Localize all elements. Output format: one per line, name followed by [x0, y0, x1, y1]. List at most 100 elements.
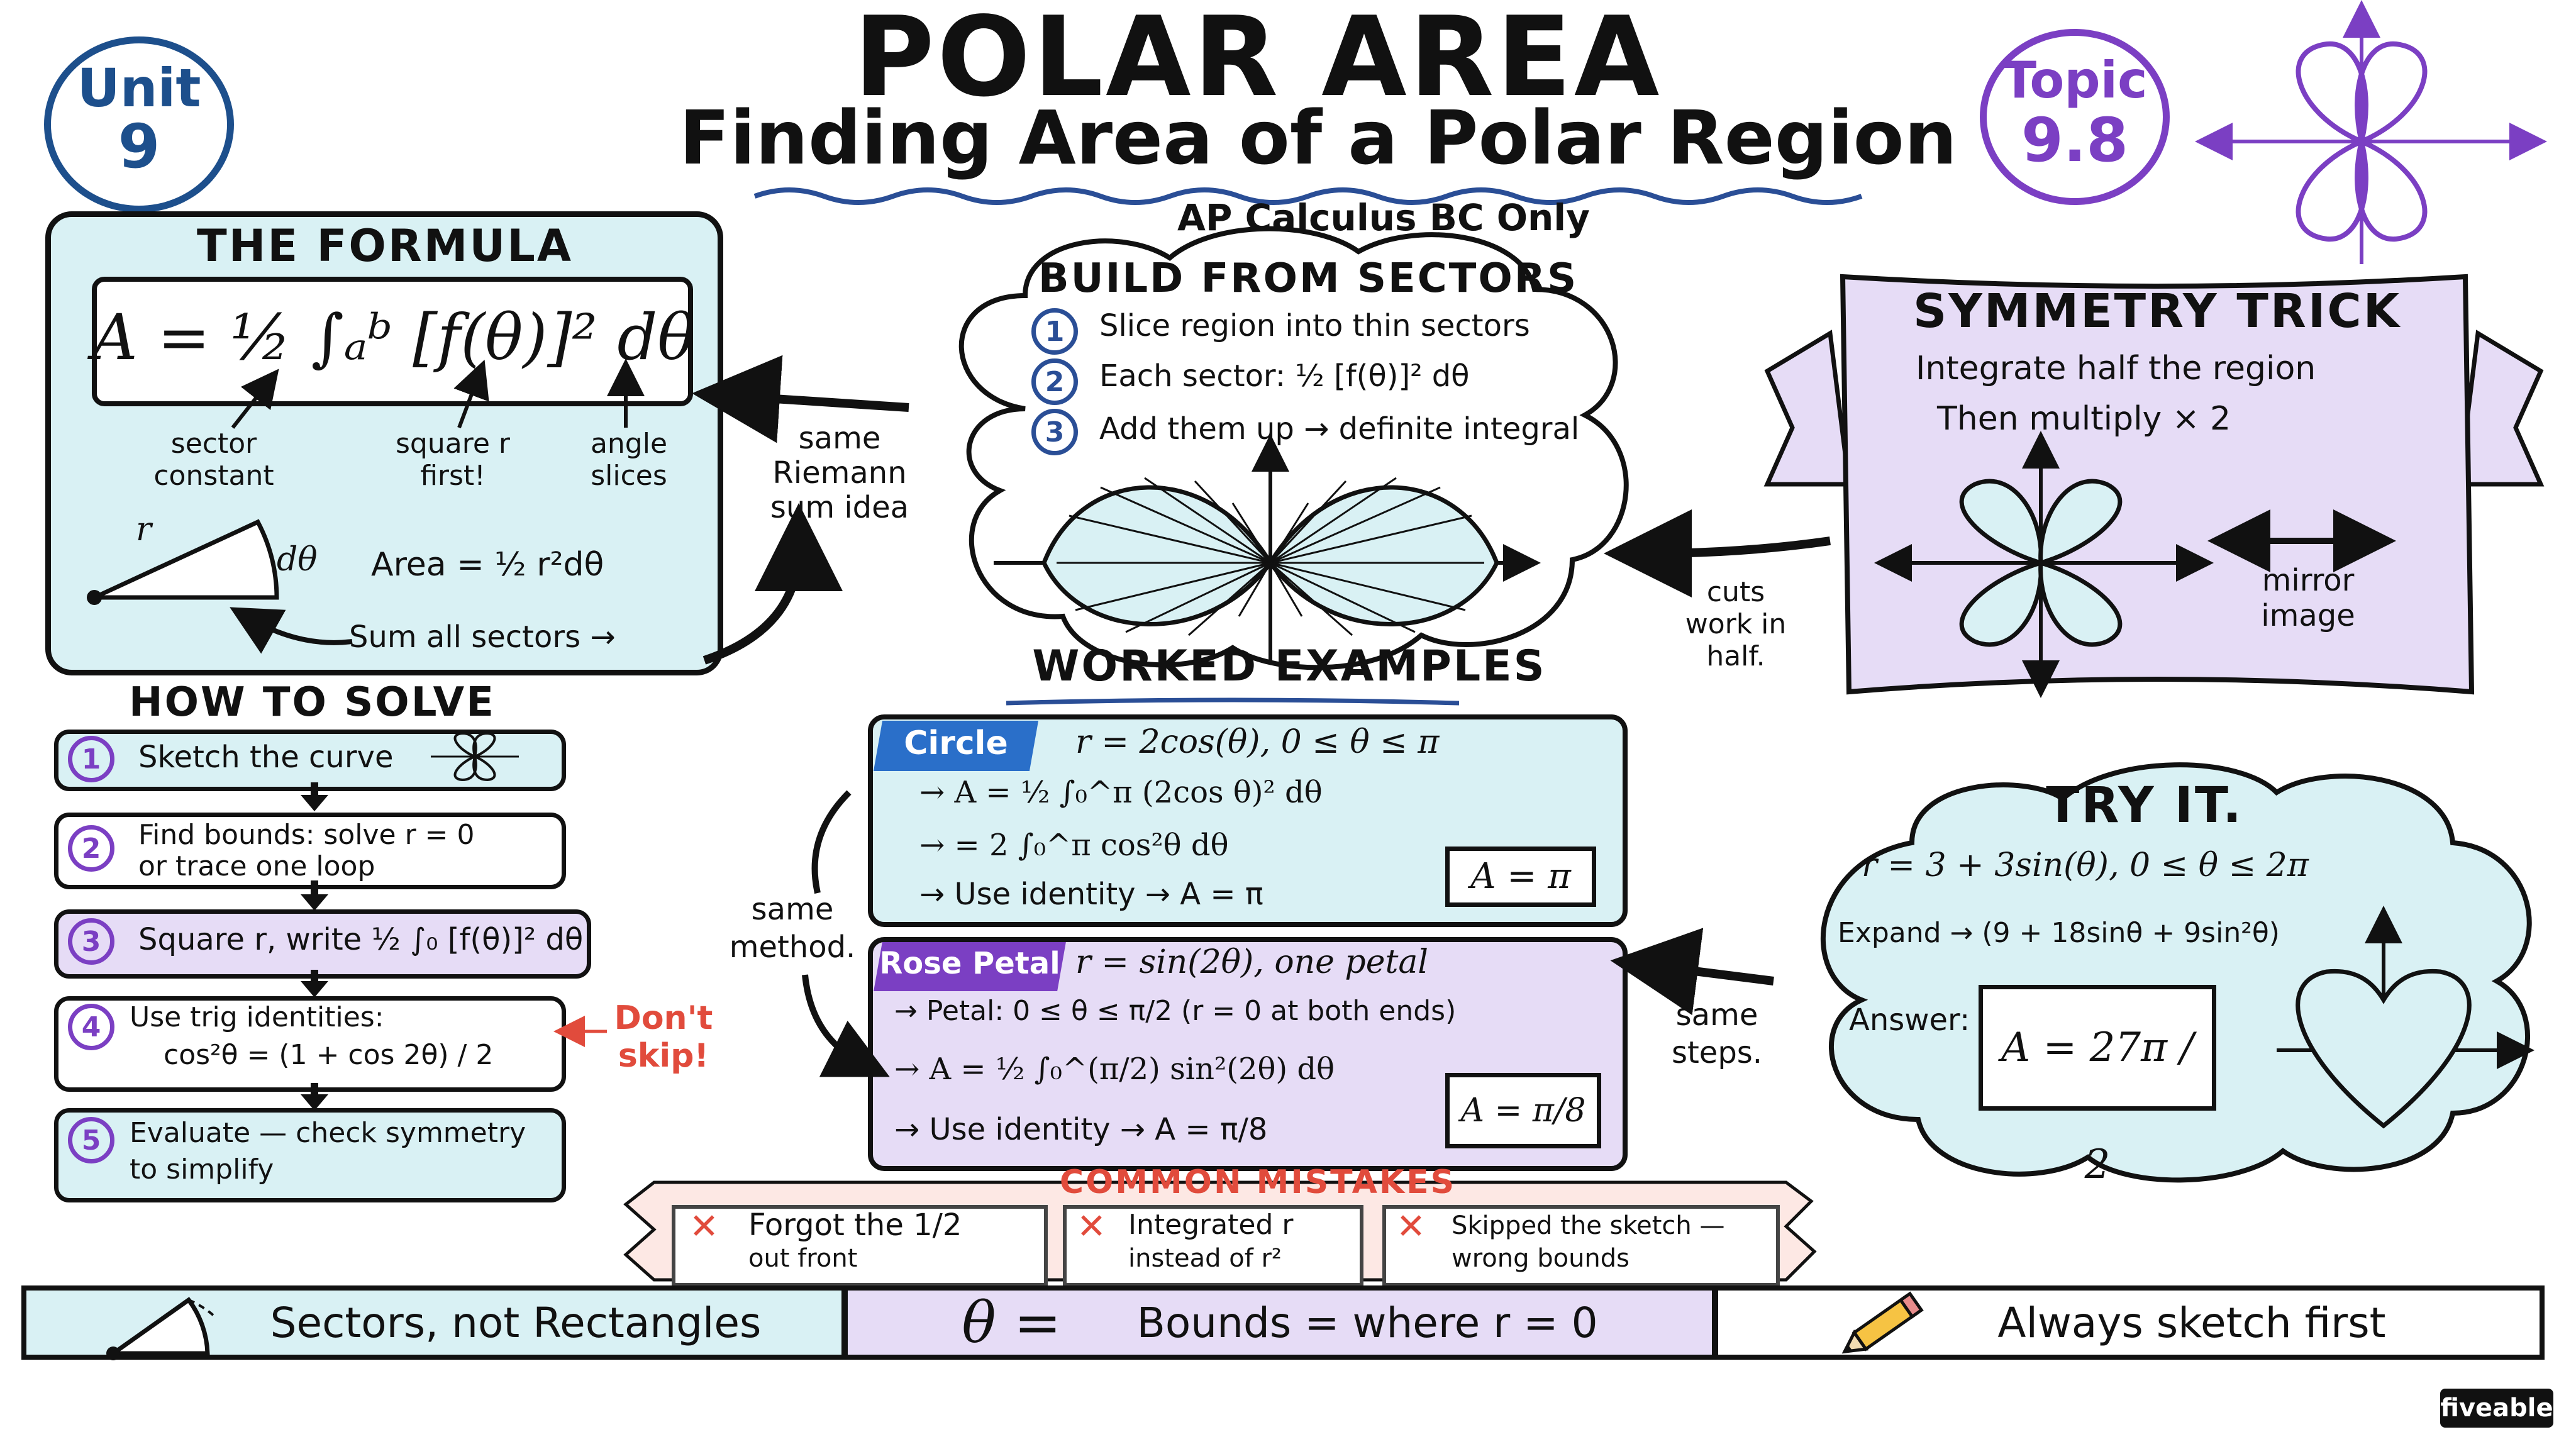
try-it-answer: A = 27π / 2: [1979, 985, 2216, 1188]
mistake-1-line-1: Forgot the 1/2: [748, 1208, 962, 1243]
sector-dtheta-label: dθ: [277, 541, 318, 579]
sum-arrow: [230, 607, 353, 654]
mistake-card-3: [1382, 1205, 1780, 1287]
unit-number: 9: [118, 111, 160, 182]
unit-label: Unit: [77, 57, 201, 119]
solve-step-5-badge: 5: [68, 1117, 114, 1163]
sum-label: Sum all sectors →: [349, 619, 616, 655]
formula-main: A = ½ ∫ₐᵇ [f(θ)]² dθ: [92, 301, 696, 374]
page-title: POLAR AREA: [853, 0, 1662, 121]
solve-step-5-line-2: to simplify: [130, 1153, 274, 1185]
cuts-arrow: [1604, 509, 1831, 597]
worked-heading-underline: [1006, 697, 1460, 706]
mistake-2-line-2: instead of r²: [1128, 1244, 1282, 1273]
mistakes-heading: COMMON MISTAKES: [1059, 1163, 1457, 1201]
mistake-2-line-1: Integrated r: [1128, 1209, 1294, 1241]
small-rose-icon: [431, 731, 519, 782]
rose-tag-label: Rose Petal: [879, 946, 1060, 981]
mistake-2-x-icon: ✕: [1077, 1206, 1106, 1247]
dont-skip-note: Don't skip!: [614, 999, 713, 1075]
banner-right: Always sketch first: [1713, 1285, 2545, 1360]
topic-label: Topic: [2002, 51, 2148, 109]
solve-step-5-line-1: Evaluate — check symmetry: [130, 1117, 526, 1149]
symmetry-line-1: Integrate half the region: [1916, 350, 2316, 387]
riemann-arrows: [692, 355, 909, 665]
riemann-note: same Riemann sum idea: [770, 421, 909, 526]
annotation-angle-slices: angle slices: [590, 428, 668, 492]
pencil-icon: [1841, 1291, 1924, 1354]
same-method-note: same method.: [729, 892, 856, 965]
solve-step-1-badge: 1: [68, 736, 114, 782]
dont-skip-arrow: [553, 1016, 607, 1047]
solve-step-3-badge: 3: [68, 918, 114, 965]
solve-step-3: [54, 909, 591, 979]
build-step-3-text: Add them up → definite integral: [1099, 411, 1580, 447]
solve-flow-arrows: [301, 782, 328, 1111]
circle-line-3: → Use identity → A = π: [919, 877, 1263, 912]
symmetry-rose-diagram: [1874, 431, 2214, 698]
mistake-1-line-2: out front: [748, 1244, 858, 1273]
symmetry-line-2: Then multiply × 2: [1937, 400, 2231, 438]
page-subtitle: Finding Area of a Polar Region: [679, 94, 1957, 181]
solve-step-2-line-2: or trace one loop: [138, 850, 375, 882]
formula-box: [92, 277, 693, 406]
banner-middle-text: Bounds = where r = 0: [1136, 1298, 1598, 1347]
unit-badge: Unit 9: [44, 36, 234, 213]
build-step-1-text: Slice region into thin sectors: [1099, 308, 1530, 343]
same-steps-note: same steps.: [1671, 997, 1763, 1070]
banner-right-text: Always sketch first: [1997, 1298, 2386, 1347]
try-it-expand: Expand → (9 + 18sinθ + 9sin²θ): [1838, 917, 2280, 949]
mistake-card-2: [1063, 1205, 1363, 1287]
how-to-solve-heading: HOW TO SOLVE: [129, 679, 496, 726]
rose-line-2: → A = ½ ∫₀^(π/2) sin²(2θ) dθ: [894, 1052, 1335, 1087]
circle-equation: r = 2cos(θ), 0 ≤ θ ≤ π: [1075, 723, 1440, 761]
solve-step-4-line-2: cos²θ = (1 + cos 2θ) / 2: [164, 1039, 494, 1071]
try-it-heading: TRY IT.: [2046, 777, 2243, 834]
circle-answer: A = π: [1445, 847, 1596, 907]
build-heading: BUILD FROM SECTORS: [1038, 255, 1579, 302]
annotation-sector-constant: sector constant: [153, 428, 274, 492]
circle-line-1: → A = ½ ∫₀^π (2cos θ)² dθ: [919, 775, 1323, 810]
formula-annotation-arrows: [231, 358, 645, 429]
try-it-equation: r = 3 + 3sin(θ), 0 ≤ θ ≤ 2π: [1862, 847, 2309, 884]
mistake-3-line-1: Skipped the sketch —: [1452, 1211, 1725, 1240]
symmetry-heading: SYMMETRY TRICK: [1913, 284, 2402, 338]
annotation-square-r: square r first!: [396, 428, 510, 492]
solve-step-4-badge: 4: [68, 1004, 114, 1050]
brand-logo: fiveable: [2440, 1389, 2553, 1428]
topic-number: 9.8: [2021, 105, 2129, 175]
mirror-label: mirror image: [2261, 563, 2355, 633]
rose-curve-icon: [2195, 0, 2547, 264]
sector-icon: [106, 1297, 215, 1360]
cuts-note: cuts work in half.: [1685, 576, 1787, 672]
banner-left-text: Sectors, not Rectangles: [270, 1298, 762, 1347]
solve-step-2-line-1: Find bounds: solve r = 0: [138, 819, 475, 851]
build-step-1-badge: 1: [1031, 308, 1078, 355]
formula-heading: THE FORMULA: [196, 220, 574, 272]
sector-r-label: r: [136, 511, 152, 548]
rose-line-1: → Petal: 0 ≤ θ ≤ π/2 (r = 0 at both ends…: [894, 995, 1457, 1027]
worked-examples-heading: WORKED EXAMPLES: [1032, 641, 1546, 691]
solve-step-1-text: Sketch the curve: [138, 740, 394, 775]
topic-badge: Topic 9.8: [1980, 29, 2170, 205]
build-step-3-badge: 3: [1031, 409, 1078, 455]
try-it-answer-label: Answer:: [1849, 1002, 1970, 1038]
area-formula: Area = ½ r²dθ: [371, 546, 604, 584]
mistake-3-line-2: wrong bounds: [1452, 1244, 1630, 1273]
solve-step-4-line-1: Use trig identities:: [130, 1001, 384, 1033]
circle-line-2: → = 2 ∫₀^π cos²θ dθ: [919, 828, 1229, 863]
solve-step-2-badge: 2: [68, 825, 114, 872]
same-steps-arrow: [1610, 928, 1774, 1016]
solve-step-4: [54, 996, 566, 1092]
rose-equation: r = sin(2θ), one petal: [1075, 943, 1429, 981]
build-step-2-text: Each sector: ½ [f(θ)]² dθ: [1099, 358, 1470, 394]
build-cloud: [958, 226, 1629, 670]
mistake-3-x-icon: ✕: [1396, 1206, 1426, 1247]
solve-step-3-text: Square r, write ½ ∫₀ [f(θ)]² dθ: [138, 922, 584, 957]
banner-middle: θ = Bounds = where r = 0: [843, 1285, 1717, 1360]
solve-step-2: [54, 813, 566, 889]
banner-theta-symbol: θ =: [962, 1289, 1062, 1356]
mistake-1-x-icon: ✕: [689, 1206, 719, 1247]
same-method-arrow: [802, 790, 890, 1077]
mistake-card-1: [672, 1205, 1048, 1287]
